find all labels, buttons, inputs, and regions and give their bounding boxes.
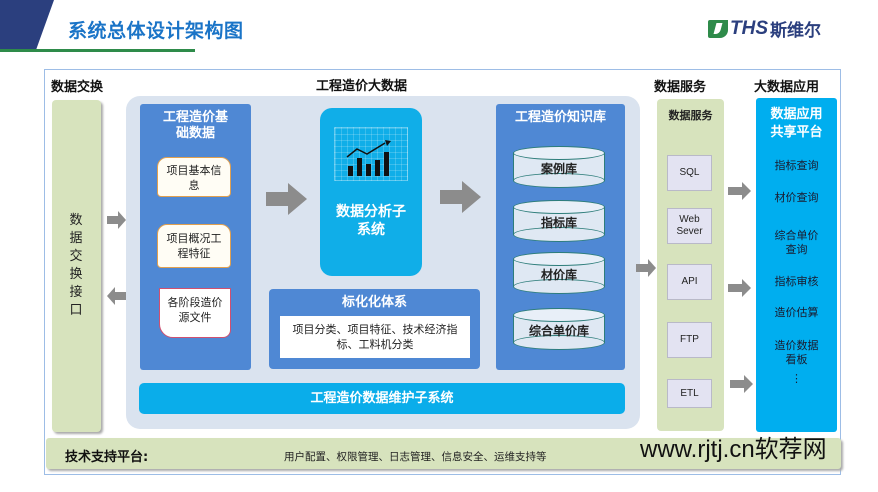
standardization-content-text: 项目分类、项目特征、技术经济指标、工料机分类 [292, 323, 458, 351]
service-label: Web Sever [676, 214, 703, 237]
header-corner-slant [36, 0, 54, 50]
section-label-data-service: 数据服务 [654, 80, 707, 95]
tech-support-platform [46, 438, 841, 469]
section-label-big-data: 工程造价大数据 [316, 79, 408, 94]
database-case: 案例库 [513, 146, 605, 188]
service-sql: SQL [667, 155, 712, 191]
logo-icon [708, 19, 728, 38]
data-analysis-title: 数据分析子系统 [336, 204, 406, 238]
service-etl: ETL [667, 379, 712, 408]
standardization-title: 标化化体系 [341, 295, 407, 310]
app-platform-title-text: 数据应用共享平台 [770, 107, 823, 140]
watermark: www.rjtj.cn软荐网 [640, 436, 827, 463]
page-title: 系统总体设计架构图 [68, 20, 244, 42]
app-item: 指标审核 [774, 275, 819, 288]
tech-support-content: 用户配置、权限管理、日志管理、信息安全、运维支持等 [284, 451, 547, 463]
app-item-label: 综合单价查询 [774, 229, 819, 256]
database-label: 综合单价库 [528, 324, 589, 338]
database-material-price: 材价库 [513, 252, 605, 294]
app-item: 材价查询 [774, 191, 819, 204]
section-label-big-data-app: 大数据应用 [754, 80, 820, 95]
arrow-right-icon [636, 259, 656, 277]
basic-data-title: 工程造价基础数据 [162, 110, 228, 141]
service-label: ETL [680, 387, 699, 399]
logo-brand: THS [730, 17, 768, 39]
app-item-label: 造价数据看板 [774, 339, 819, 366]
standardization-content: 项目分类、项目特征、技术经济指标、工料机分类 [280, 316, 470, 358]
database-label: 指标库 [540, 216, 577, 230]
doc-item-label: 项目概况工程特征 [166, 232, 222, 260]
ellipsis-icon: ⋮ [791, 372, 802, 385]
app-item: 造价估算 [774, 306, 819, 319]
data-service-title: 数据服务 [668, 109, 713, 122]
app-platform-title: 数据应用共享平台 [756, 106, 837, 142]
maintenance-subsystem: 工程造价数据维护子系统 [139, 383, 625, 414]
data-exchange-interface [52, 100, 101, 432]
logo-name: 斯维尔 [770, 21, 821, 41]
arrow-right-icon [728, 279, 751, 297]
service-api: API [667, 264, 712, 300]
service-ftp: FTP [667, 322, 712, 358]
company-logo: THS 斯维尔 [708, 16, 821, 41]
database-label: 案例库 [540, 162, 577, 176]
database-index: 指标库 [513, 200, 605, 242]
arrow-right-icon [107, 211, 126, 229]
app-item: 指标查询 [774, 159, 819, 172]
arrow-right-icon [440, 181, 481, 213]
doc-item-label: 各阶段造价源文件 [167, 296, 223, 324]
doc-item: 各阶段造价源文件 [159, 288, 231, 338]
service-label: FTP [680, 334, 699, 345]
service-web-server: Web Sever [667, 208, 712, 244]
service-label: SQL [679, 167, 700, 178]
data-exchange-interface-label: 数据交换接口 [69, 213, 83, 318]
section-label-data-exchange: 数据交换 [51, 80, 104, 95]
doc-item-label: 项目基本信息 [166, 164, 222, 192]
database-label: 材价库 [540, 268, 577, 282]
header-corner-shape [0, 0, 36, 50]
doc-item: 项目基本信息 [157, 157, 231, 197]
doc-item: 项目概况工程特征 [157, 224, 231, 268]
database-unit-price: 综合单价库 [513, 308, 605, 350]
knowledge-base-title: 工程造价知识库 [514, 110, 606, 125]
header-underline [0, 49, 195, 52]
service-label: API [681, 276, 698, 287]
app-item: 综合单价查询 [756, 229, 837, 257]
arrow-right-icon [728, 182, 751, 200]
arrow-right-icon [730, 375, 753, 393]
tech-support-label: 技术支持平台: [65, 450, 149, 465]
chart-trend-icon [346, 140, 391, 176]
arrow-left-icon [107, 287, 126, 305]
app-platform-panel [756, 98, 837, 432]
arrow-right-icon [266, 183, 307, 215]
data-analysis-subsystem [320, 108, 422, 276]
app-item: 造价数据看板 [756, 339, 837, 367]
